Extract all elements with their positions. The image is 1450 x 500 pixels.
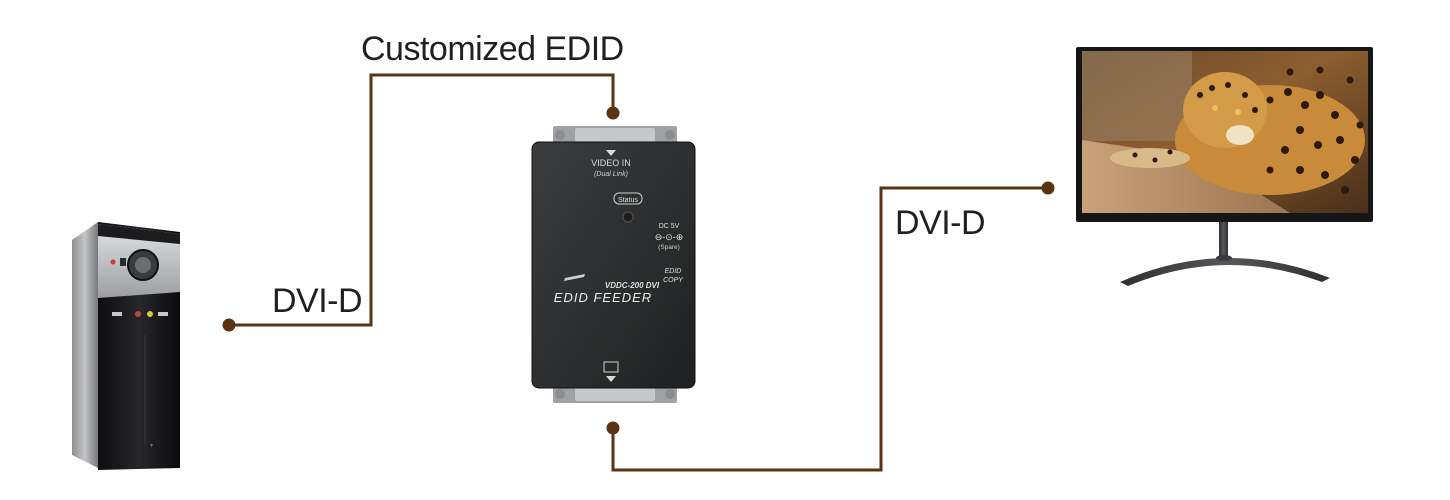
device-dual-link-label: (Dual Link) xyxy=(594,171,628,178)
device-status-label: Status xyxy=(618,197,638,204)
dvi-d-right-label: DVI-D xyxy=(895,204,986,242)
device-name-label: EDID FEEDER xyxy=(554,290,652,305)
device-dc-label: DC 5V xyxy=(659,223,680,230)
connector-lines xyxy=(229,73,1048,472)
device-model-label: VDDC-200 DVI xyxy=(605,281,660,290)
customized-edid-label: Customized EDID xyxy=(361,30,624,68)
endpoint-device-out xyxy=(606,421,620,435)
device-copy-label: COPY xyxy=(663,277,684,284)
pc-to-device-line xyxy=(229,73,615,327)
device-to-monitor-line xyxy=(611,186,1048,472)
device-edid-label: EDID xyxy=(665,268,682,275)
svg-text:⊖-⊙-⊕: ⊖-⊙-⊕ xyxy=(655,232,684,242)
endpoint-pc xyxy=(222,318,236,332)
pc-tower-icon xyxy=(72,222,180,470)
endpoint-monitor xyxy=(1041,181,1055,195)
device-spare-label: (Spare) xyxy=(658,244,680,251)
device-video-in-label: VIDEO IN xyxy=(591,158,631,168)
edid-feeder-device-icon: VIDEO IN (Dual Link) Status DC 5V ⊖-⊙-⊕ … xyxy=(531,126,696,403)
monitor-icon xyxy=(1076,47,1373,286)
dvi-d-left-label: DVI-D xyxy=(272,282,363,320)
endpoint-device-in xyxy=(606,106,620,120)
connector-endpoints xyxy=(222,106,1055,435)
